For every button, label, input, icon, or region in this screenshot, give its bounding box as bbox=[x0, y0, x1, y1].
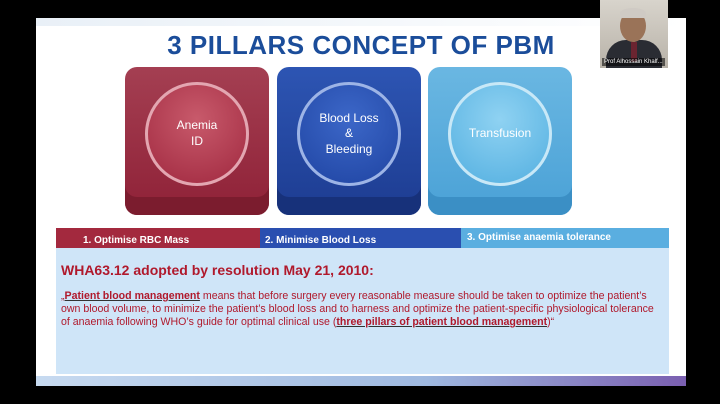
webcam-thumbnail[interactable]: Prof Alhossain Khalf... bbox=[600, 0, 668, 68]
three-pillars-term: three pillars of patient blood managemen… bbox=[336, 316, 548, 328]
definition-text: „Patient blood management means that bef… bbox=[61, 290, 661, 329]
presenter-tie bbox=[631, 42, 637, 62]
top-band bbox=[36, 18, 686, 26]
quote-open: „ bbox=[61, 290, 65, 302]
pbm-term: Patient blood management bbox=[64, 290, 200, 302]
bar-segment-optimise-rbc: 1. Optimise RBC Mass bbox=[56, 228, 260, 248]
pillar-circle-label: Anemia ID bbox=[145, 82, 249, 186]
definition-body: means that before surgery every reasonab… bbox=[61, 290, 654, 328]
pillar-label: Transfusion bbox=[468, 126, 532, 141]
pillar-label: Anemia ID bbox=[176, 118, 218, 148]
presentation-slide: 3 PILLARS CONCEPT OF PBM Anemia ID Blood… bbox=[36, 18, 686, 386]
participant-name: Prof Alhossain Khalf... bbox=[602, 58, 665, 66]
pillar-label: Blood Loss & Bleeding bbox=[319, 110, 379, 156]
bar-segment-optimise-tolerance: 3. Optimise anaemia tolerance bbox=[461, 228, 669, 248]
pillar-blood-loss: Blood Loss & Bleeding bbox=[277, 67, 421, 215]
bottom-band bbox=[36, 376, 686, 386]
definition-heading: WHA63.12 adopted by resolution May 21, 2… bbox=[61, 262, 374, 278]
pillar-circle-label: Transfusion bbox=[448, 82, 552, 186]
pillar-label-bar: 1. Optimise RBC Mass 2. Minimise Blood L… bbox=[56, 228, 669, 248]
pillar-transfusion: Transfusion bbox=[428, 67, 572, 215]
definition-box: WHA63.12 adopted by resolution May 21, 2… bbox=[56, 248, 669, 374]
pillar-anemia: Anemia ID bbox=[125, 67, 269, 215]
slide-title: 3 PILLARS CONCEPT OF PBM bbox=[167, 30, 555, 60]
pillar-circle-label: Blood Loss & Bleeding bbox=[297, 82, 401, 186]
bar-segment-minimise-blood-loss: 2. Minimise Blood Loss bbox=[260, 228, 461, 248]
presenter-hair bbox=[620, 8, 646, 18]
quote-close: )“ bbox=[547, 316, 555, 328]
